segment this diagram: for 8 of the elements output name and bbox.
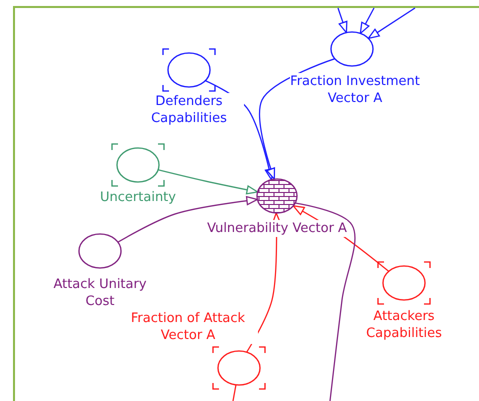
arrow (158, 169, 258, 194)
variable-label: Vulnerability Vector A (207, 220, 347, 237)
arrow (337, 8, 348, 34)
arrow (118, 196, 258, 243)
arrow (368, 8, 416, 39)
arrow (258, 58, 335, 180)
arrow (360, 8, 375, 34)
variable-label: Uncertainty (100, 189, 176, 206)
